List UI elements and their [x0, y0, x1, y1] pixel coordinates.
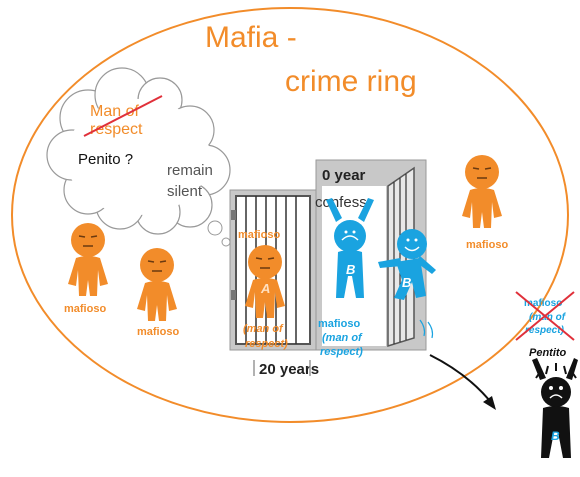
sentence-b: 0 year — [322, 167, 366, 184]
pentito-figure — [532, 358, 578, 458]
mafioso-label-1: mafioso — [64, 303, 106, 315]
cell-b-man-of: (man of — [322, 332, 363, 344]
remain-text: remain — [167, 162, 213, 179]
cell-b-respect: respect) — [320, 346, 363, 358]
cell-b-mafioso-label: mafioso — [318, 318, 360, 330]
cell-b — [315, 159, 427, 351]
pentito-label: Pentito — [529, 347, 567, 359]
mafioso-label-3: mafioso — [466, 239, 508, 251]
silent-text: silent — [167, 183, 203, 200]
cell-a-man-of: (man of — [243, 323, 284, 335]
pentito-b-letter: B — [551, 429, 560, 443]
thought-bubble-small-1 — [207, 220, 223, 236]
mafioso-figure-3 — [461, 154, 503, 229]
cell-a-respect: respect) — [245, 338, 288, 350]
title-line-2: crime ring — [285, 65, 417, 98]
prisoner-b-letter-1: B — [346, 262, 355, 277]
pentito-struck-line-3: respect) — [525, 325, 565, 336]
mafioso-figure-2 — [136, 247, 178, 322]
mafioso-label-2: mafioso — [137, 326, 179, 338]
exit-arrowhead — [483, 396, 496, 410]
penito-question: Penito ? — [78, 151, 133, 168]
thought-bubble-small-2 — [221, 237, 231, 247]
motion-lines — [419, 319, 434, 339]
crime-ring-ellipse — [11, 7, 569, 423]
prisoner-b-letter-2: B — [402, 275, 411, 290]
struck-man-of: Man of — [90, 103, 139, 120]
prisoner-b-escaping — [378, 229, 436, 300]
pentito-cross-2 — [515, 291, 575, 341]
pentito-struck-line-1: mafioso — [524, 298, 562, 309]
prisoner-a-letter: A — [260, 281, 270, 296]
thought-cloud-fill — [66, 99, 210, 215]
strike-line — [83, 95, 163, 137]
sentence-a: 20 years — [259, 361, 319, 378]
title-line-1: Mafia - — [205, 21, 297, 54]
confess-label: confess — [315, 194, 367, 211]
mafioso-figure-1 — [67, 222, 109, 297]
cell-a-mafioso-label: mafioso — [238, 229, 280, 241]
prisoner-b-confessing — [326, 198, 374, 298]
